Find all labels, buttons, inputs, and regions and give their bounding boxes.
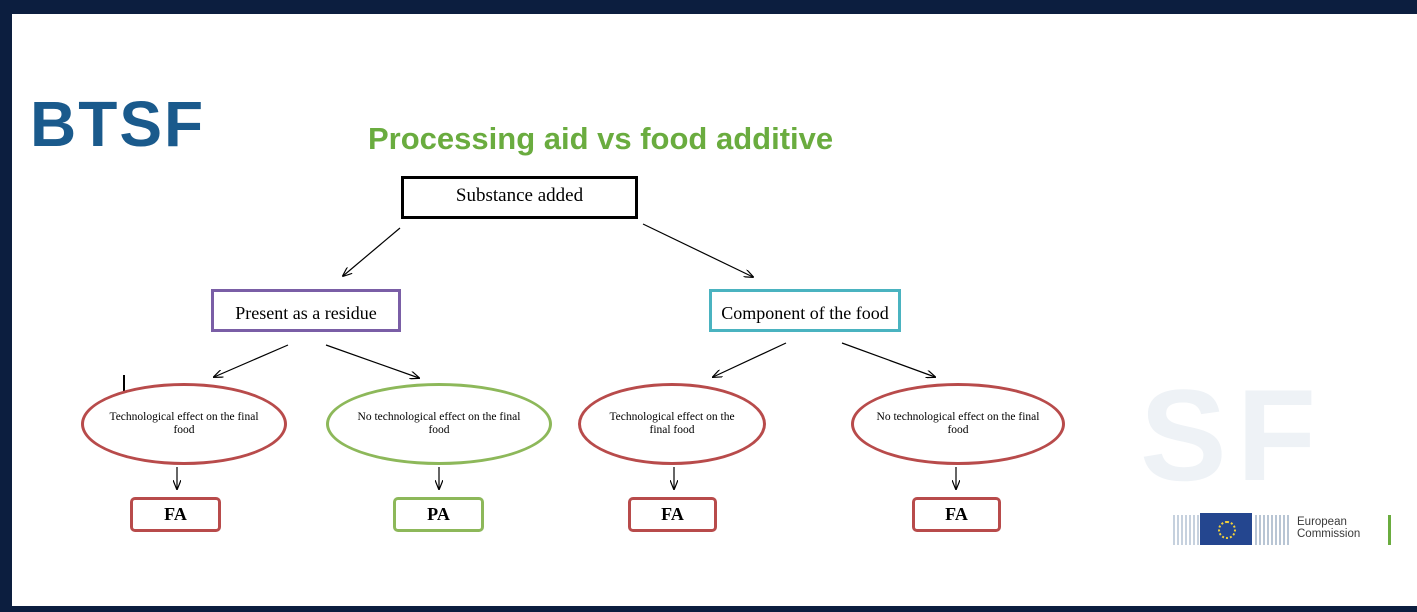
eu-flag-icon bbox=[1200, 513, 1252, 545]
node-residue-tech-effect: Technological effect on the final food bbox=[81, 383, 287, 465]
slide-title: Processing aid vs food additive bbox=[368, 121, 834, 156]
result-fa-2: FA bbox=[628, 497, 717, 532]
node-component-tech-effect: Technological effect on the final food bbox=[578, 383, 766, 465]
result-fa-3: FA bbox=[912, 497, 1001, 532]
arrow-component-to-tech bbox=[713, 342, 787, 377]
ec-building-left-icon bbox=[1173, 515, 1200, 545]
ec-logo-text: European Commission bbox=[1297, 516, 1360, 540]
node-component-no-tech-effect: No technological effect on the final foo… bbox=[851, 383, 1065, 465]
brand-watermark: SF bbox=[1140, 362, 1327, 508]
european-commission-logo: European Commission bbox=[1173, 507, 1391, 547]
ec-building-right-icon bbox=[1255, 515, 1289, 545]
node-residue-no-tech-effect: No technological effect on the final foo… bbox=[326, 383, 552, 465]
arrow-residue-to-notech bbox=[325, 344, 419, 378]
result-fa-1: FA bbox=[130, 497, 221, 532]
arrow-component-to-notech bbox=[841, 342, 935, 377]
arrow-residue-to-tech bbox=[214, 344, 289, 377]
node-substance-added: Substance added bbox=[401, 176, 638, 219]
arrow-root-to-component bbox=[642, 223, 753, 277]
result-pa: PA bbox=[393, 497, 484, 532]
arrow-root-to-residue bbox=[343, 227, 401, 276]
ec-logo-line2: Commission bbox=[1297, 528, 1361, 540]
node-present-as-residue: Present as a residue bbox=[211, 289, 401, 332]
ec-logo-line1: European bbox=[1297, 516, 1347, 528]
btsf-logo: BTSF bbox=[30, 88, 206, 160]
ec-accent-bar bbox=[1388, 515, 1391, 545]
node-component-of-food: Component of the food bbox=[709, 289, 901, 332]
stray-mark bbox=[123, 375, 125, 395]
